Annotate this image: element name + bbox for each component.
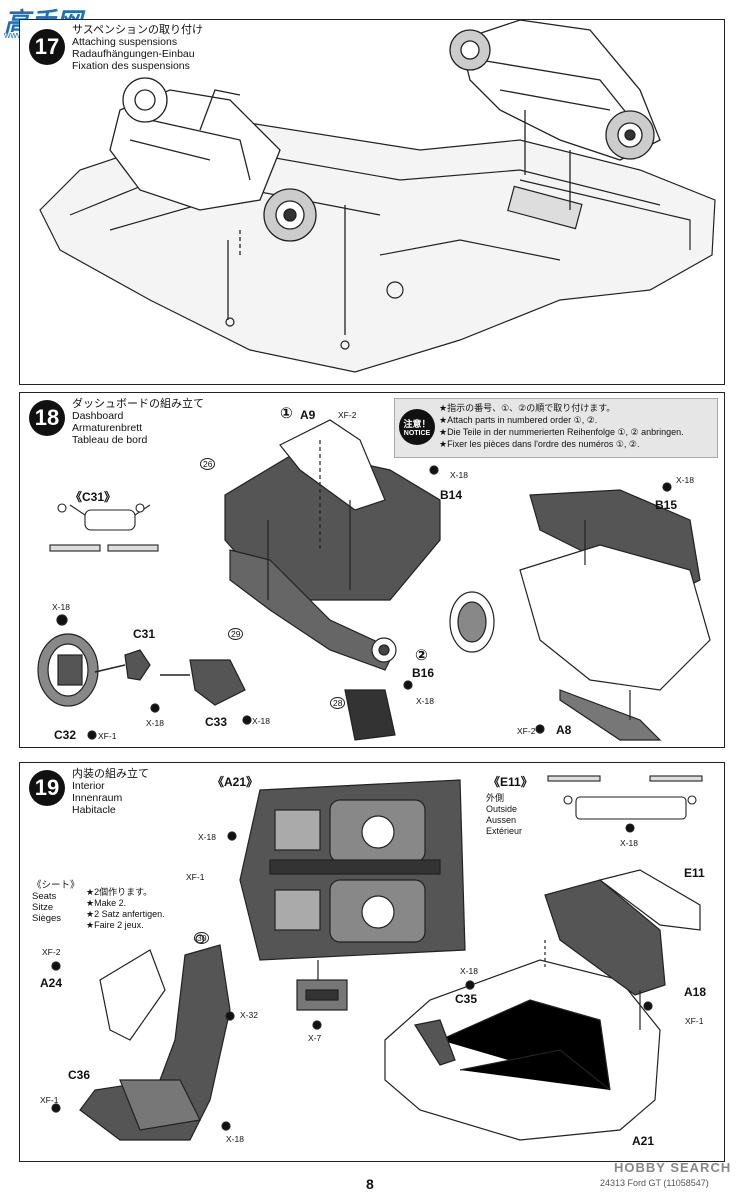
label-c35: C35 [455,992,478,1006]
outside-jp: 外側 [486,793,505,803]
label-b14: B14 [440,488,463,502]
step-19-title-jp: 内装の組み立て [72,768,149,780]
seat-make-fr: ★Faire 2 jeux. [86,920,144,930]
label-part-30: 30 [194,932,210,944]
label-a8: A8 [556,723,572,737]
label-part-28: 28 [330,697,346,709]
label-c36: C36 [68,1068,91,1082]
seat-make-de: ★2 Satz anfertigen. [86,909,165,919]
label-x18-a21: X-18 [198,832,216,842]
notice-lines: ★指示の番号、①、②の順で取り付けます。 ★Attach parts in nu… [439,402,684,450]
step-18-title-jp: ダッシュボードの組み立て [72,398,204,410]
label-a21: A21 [632,1134,655,1148]
label-xf1-a18: XF-1 [685,1016,704,1026]
label-x7: X-7 [308,1033,322,1043]
outside-fr: Extérieur [486,826,523,836]
label-a18: A18 [684,985,707,999]
label-a9-num: ① [280,405,293,422]
label-xf2-a9: XF-2 [338,410,357,420]
label-x18-c33: X-18 [252,716,270,726]
seat-make-en: ★Make 2. [86,898,127,908]
outside-note: 外側 Outside Aussen Extérieur [486,793,522,837]
seat-note-header-de: Sitze [32,902,54,913]
notice-line-de: ★Die Teile in der nummerierten Reihenfol… [439,427,684,437]
label-a21-header: 《A21》 [212,775,259,789]
label-x18-c35: X-18 [460,966,478,976]
seat-note-header-fr: Sièges [32,913,62,924]
page-number: 8 [366,1176,374,1192]
seat-note-header-jp: 《シート》 [32,880,80,891]
step-18-title: ダッシュボードの組み立て Dashboard Armaturenbrett Ta… [72,398,204,446]
step-17-title-fr: Fixation des suspensions [72,60,190,72]
step-19-title-en: Interior [72,780,105,792]
notice-badge-en: NOTICE [403,430,431,437]
label-xf2-a8: XF-2 [517,726,536,736]
label-c33: C33 [205,715,228,729]
label-c31-header: 《C31》 [70,490,117,504]
label-xf1-a21: XF-1 [186,872,205,882]
label-part-29: 29 [228,628,244,640]
label-c32: C32 [54,728,77,742]
step-19-number: 19 [29,770,65,806]
notice-line-fr: ★Fixer les pièces dans l'ordre des numér… [439,439,640,449]
label-b16: B16 [412,666,435,680]
label-x18-c31: X-18 [146,718,164,728]
label-x18-b16: X-18 [416,696,434,706]
step-17-number: 17 [29,29,65,65]
step-17-title: サスペンションの取り付け Attaching suspensions Radau… [72,24,203,72]
step-19-title: 内装の組み立て Interior Innenraum Habitacle [72,768,149,816]
label-x32: X-32 [240,1010,258,1020]
hobby-search-watermark: HOBBY SEARCH [614,1160,732,1175]
label-b16-num: ② [415,647,428,664]
step-19-title-fr: Habitacle [72,804,116,816]
label-a24: A24 [40,976,63,990]
notice-line-jp: ★指示の番号、①、②の順で取り付けます。 [439,403,616,413]
seat-note: 《シート》 Seats Sitze Sièges [32,880,80,924]
label-e11: E11 [684,866,705,880]
label-part-26: 26 [200,458,216,470]
label-x18-c36: X-18 [226,1134,244,1144]
label-e11-header: 《E11》 [488,775,533,789]
label-c31: C31 [133,627,156,641]
outside-en: Outside [486,804,518,814]
product-code: 24313 Ford GT (11058547) [600,1178,709,1188]
label-x18-wheel: X-18 [52,602,70,612]
step-17-title-jp: サスペンションの取り付け [72,24,204,36]
seat-make-jp: ★2個作ります。 [86,887,153,897]
step-18-title-en: Dashboard [72,410,124,422]
step-17-title-en: Attaching suspensions [72,36,178,48]
label-x18-b15: X-18 [676,475,694,485]
notice-line-en: ★Attach parts in numbered order ①, ②. [439,415,598,425]
label-xf2-a24: XF-2 [42,947,61,957]
label-a9: A9 [300,408,316,422]
label-x18-e11: X-18 [620,838,638,848]
step-18-title-de: Armaturenbrett [72,422,143,434]
label-b15: B15 [655,498,678,512]
step-18-title-fr: Tableau de bord [72,434,148,446]
outside-de: Aussen [486,815,517,825]
label-x18-b14: X-18 [450,470,468,480]
seat-make-note: ★2個作ります。 ★Make 2. ★2 Satz anfertigen. ★F… [86,887,165,931]
seat-note-header-en: Seats [32,891,57,902]
label-xf1-c36: XF-1 [40,1095,59,1105]
label-xf1-c32: XF-1 [98,731,117,741]
step-18-number: 18 [29,400,65,436]
step-17-title-de: Radaufhängungen-Einbau [72,48,195,60]
notice-badge-jp: 注意！ [403,419,431,429]
step-18-notice: 注意！ NOTICE ★指示の番号、①、②の順で取り付けます。 ★Attach … [394,398,718,458]
notice-badge: 注意！ NOTICE [399,409,435,445]
step-19-title-de: Innenraum [72,792,123,804]
